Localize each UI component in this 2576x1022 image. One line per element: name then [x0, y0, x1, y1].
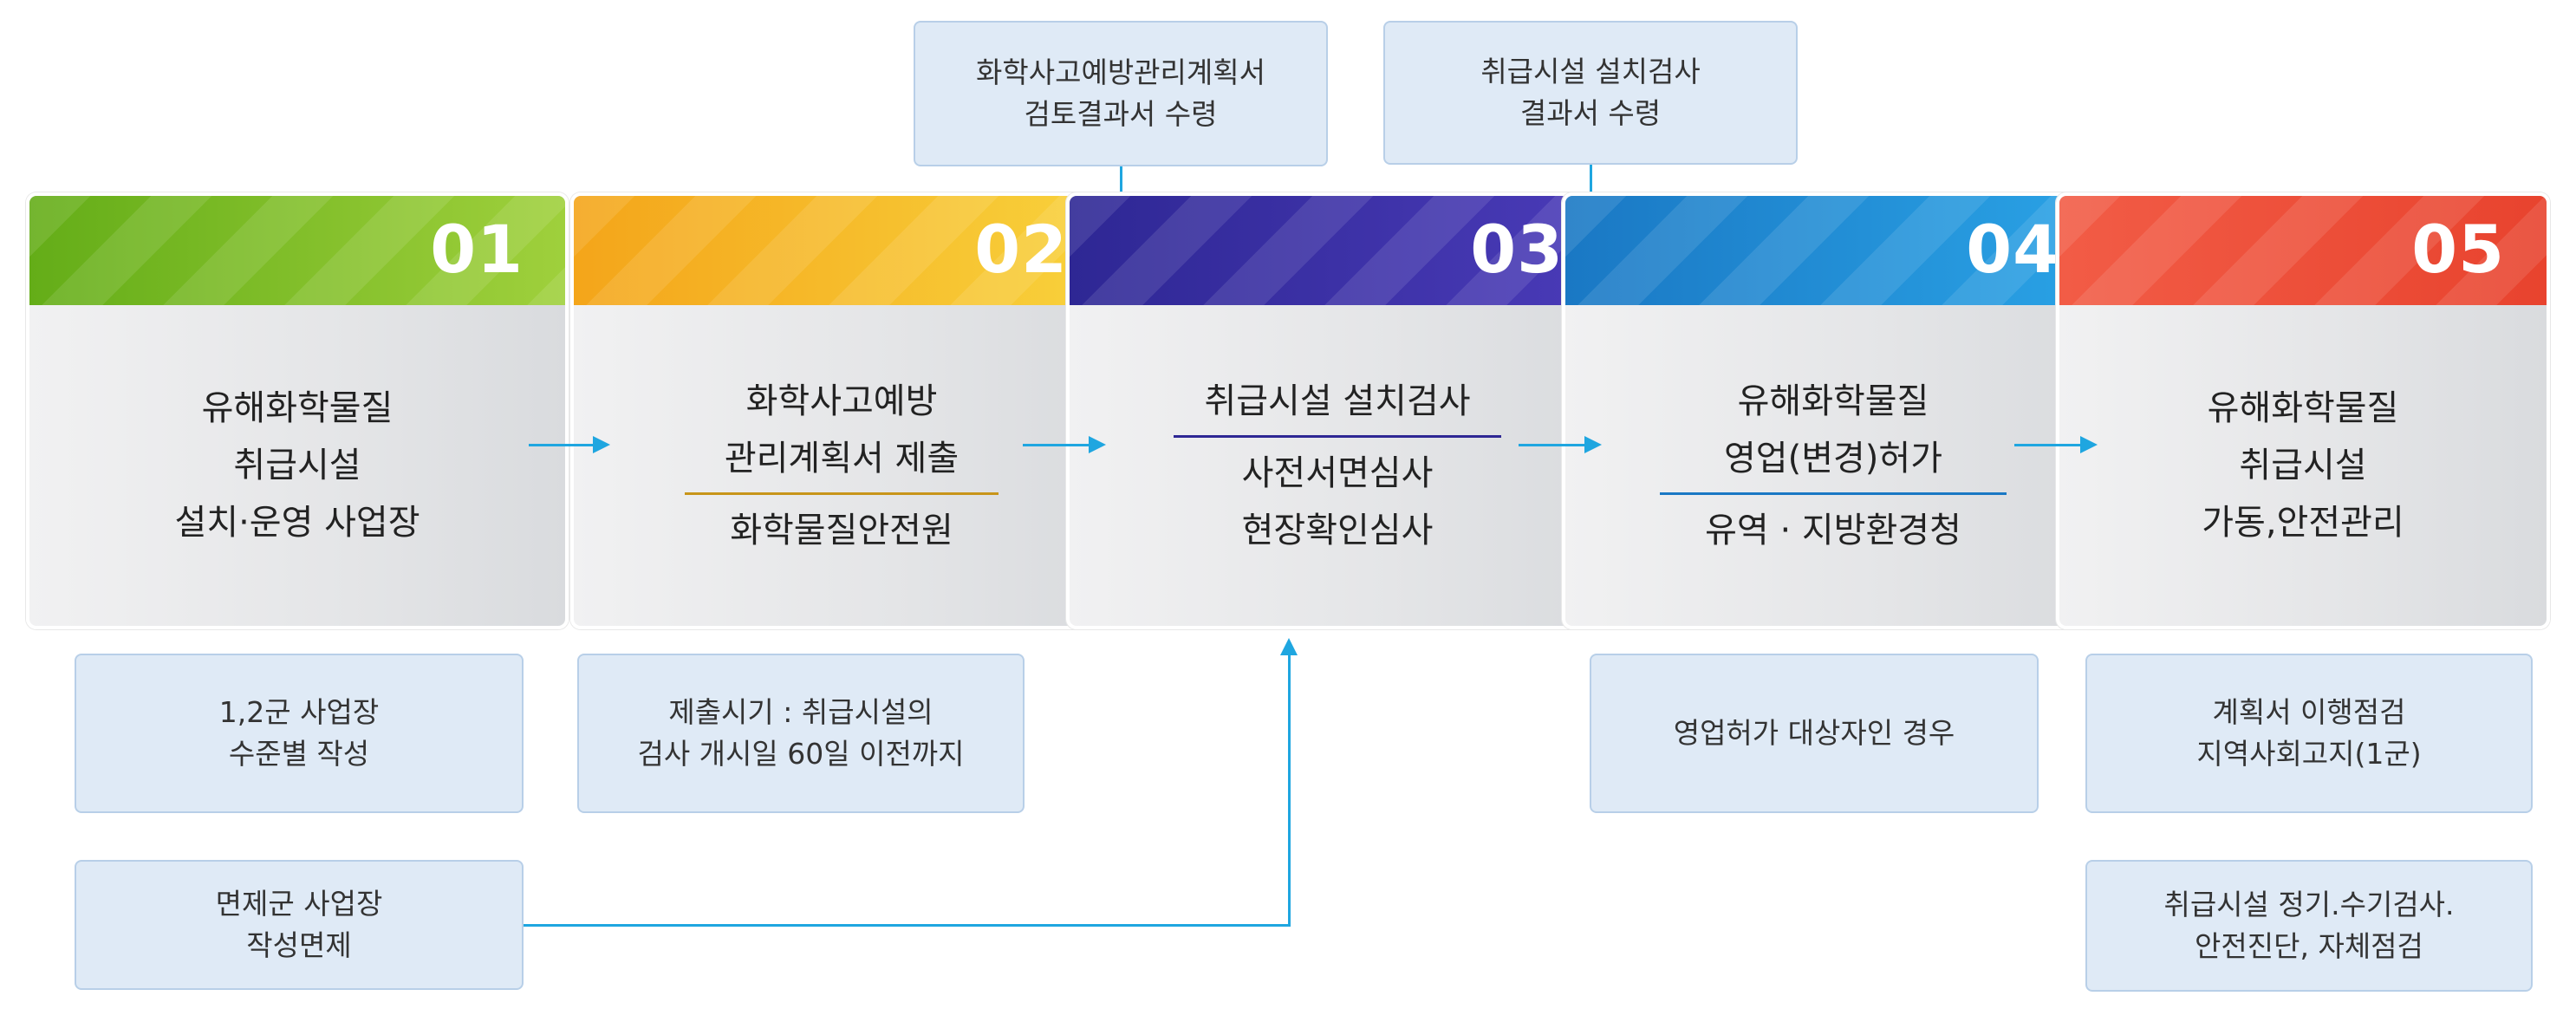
bottom-note-line: 제출시기 : 취급시설의 — [668, 695, 933, 729]
exempt-connector-horizontal — [524, 924, 1290, 927]
step-title-line: 취급시설 — [2239, 446, 2367, 485]
bottom-note-line: 면제군 사업장 — [215, 887, 383, 921]
bottom-note-regular-inspection: 취급시설 정기.수기검사. 안전진단, 자체점검 — [2085, 860, 2533, 992]
step-number: 05 — [2411, 211, 2505, 288]
step-card-01: 01 유해화학물질 취급시설 설치·운영 사업장 — [26, 192, 569, 629]
step-detail-line: 사전서면심사 — [1241, 452, 1434, 493]
step-title-line: 화학사고예방 — [745, 381, 938, 421]
step-number: 03 — [1470, 211, 1564, 288]
step-title-line: 취급시설 설치검사 — [1204, 381, 1471, 421]
bottom-note-exempt: 면제군 사업장 작성면제 — [75, 860, 524, 990]
bottom-note-line: 수준별 작성 — [228, 737, 370, 771]
step-header: 05 — [2059, 196, 2547, 305]
step-number: 01 — [430, 211, 524, 288]
step-body: 화학사고예방 관리계획서 제출 화학물질안전원 — [574, 305, 1109, 626]
step-title-line: 취급시설 — [233, 446, 361, 485]
step-number: 04 — [1966, 211, 2059, 288]
bottom-note-line: 안전진단, 자체점검 — [2195, 929, 2423, 963]
step-title-line: 유해화학물질 — [2207, 388, 2399, 428]
step-card-02: 02 화학사고예방 관리계획서 제출 화학물질안전원 — [570, 192, 1113, 629]
step-divider — [1174, 434, 1501, 438]
bottom-note-submission-timing: 제출시기 : 취급시설의 검사 개시일 60일 이전까지 — [577, 654, 1025, 813]
step-title-line: 관리계획서 제출 — [724, 438, 959, 478]
flow-arrow — [1519, 436, 1602, 453]
top-note-line: 취급시설 설치검사 — [1480, 55, 1701, 88]
step-header: 02 — [574, 196, 1109, 305]
bottom-note-line: 1,2군 사업장 — [218, 695, 380, 729]
top-note-inspection-result: 취급시설 설치검사 결과서 수령 — [1383, 21, 1798, 165]
step-title-line: 유해화학물질 — [1737, 381, 1929, 421]
step-body: 유해화학물질 취급시설 가동,안전관리 — [2059, 305, 2547, 626]
top-note-line: 화학사고예방관리계획서 — [976, 55, 1265, 89]
step-agency-line: 화학물질안전원 — [730, 510, 953, 550]
flow-arrow — [529, 436, 610, 453]
top-note-line: 검토결과서 수령 — [1024, 97, 1218, 131]
bottom-note-line: 검사 개시일 60일 이전까지 — [637, 737, 965, 771]
connector-line — [1590, 165, 1592, 192]
step-divider — [1660, 491, 2007, 495]
bottom-note-plan-inspection: 계획서 이행점검 지역사회고지(1군) — [2085, 654, 2533, 813]
step-title-line: 유해화학물질 — [201, 388, 394, 428]
step-title-line: 영업(변경)허가 — [1723, 438, 1942, 478]
step-header: 03 — [1070, 196, 1605, 305]
flow-arrow — [1023, 436, 1106, 453]
bottom-note-line: 계획서 이행점검 — [2212, 695, 2406, 729]
bottom-note-level-1-2: 1,2군 사업장 수준별 작성 — [75, 654, 524, 813]
step-card-03: 03 취급시설 설치검사 사전서면심사 현장확인심사 — [1066, 192, 1609, 629]
top-note-review-result: 화학사고예방관리계획서 검토결과서 수령 — [914, 21, 1328, 166]
top-note-line: 결과서 수령 — [1519, 96, 1662, 130]
bottom-note-line: 작성면제 — [246, 928, 352, 962]
connector-line — [1120, 166, 1122, 192]
step-body: 유해화학물질 취급시설 설치·운영 사업장 — [29, 305, 565, 626]
bottom-note-line: 취급시설 정기.수기검사. — [2163, 888, 2455, 921]
bottom-note-line: 영업허가 대상자인 경우 — [1673, 716, 1955, 750]
step-number: 02 — [974, 211, 1068, 288]
flow-arrow — [2014, 436, 2098, 453]
step-title-line: 설치·운영 사업장 — [174, 503, 420, 543]
bottom-note-line: 지역사회고지(1군) — [2196, 737, 2422, 771]
step-agency-line: 유역 · 지방환경청 — [1705, 510, 1961, 550]
step-body: 유해화학물질 영업(변경)허가 유역 · 지방환경청 — [1565, 305, 2101, 626]
step-detail-line: 현장확인심사 — [1241, 510, 1434, 550]
bottom-note-business-permit: 영업허가 대상자인 경우 — [1590, 654, 2039, 813]
step-divider — [685, 491, 999, 495]
exempt-connector-arrow — [1280, 638, 1298, 927]
step-header: 01 — [29, 196, 565, 305]
step-body: 취급시설 설치검사 사전서면심사 현장확인심사 — [1070, 305, 1605, 626]
step-card-04: 04 유해화학물질 영업(변경)허가 유역 · 지방환경청 — [1562, 192, 2104, 629]
step-card-05: 05 유해화학물질 취급시설 가동,안전관리 — [2056, 192, 2550, 629]
step-header: 04 — [1565, 196, 2101, 305]
step-title-line: 가동,안전관리 — [2202, 503, 2404, 543]
